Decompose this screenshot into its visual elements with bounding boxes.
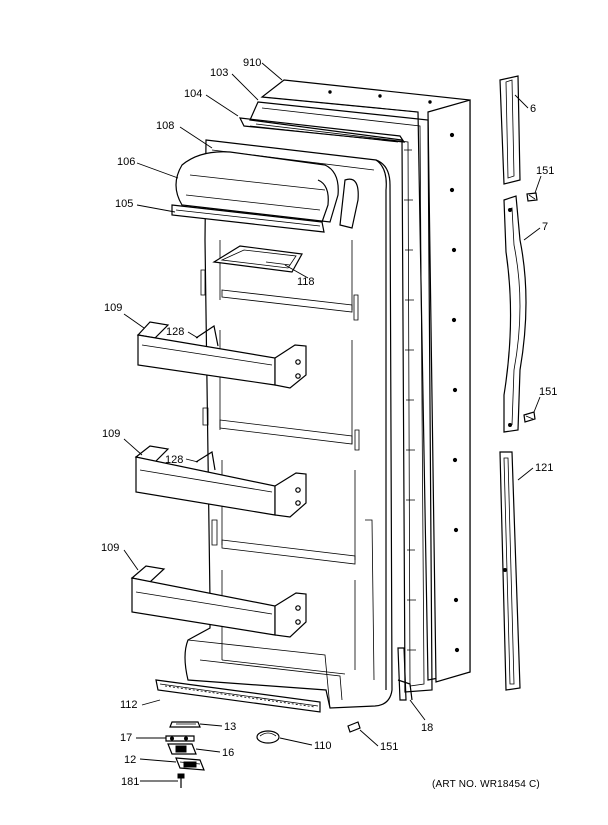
callout-118: 118 <box>297 276 315 288</box>
handle-cap-6 <box>499 75 521 185</box>
breaker-strip <box>238 117 406 143</box>
washer-17 <box>165 735 195 742</box>
callout-128-top: 128 <box>166 326 184 338</box>
screw-151-top <box>526 192 538 202</box>
callout-151-top: 151 <box>536 165 554 177</box>
callout-105: 105 <box>115 198 133 210</box>
bottom-trim <box>155 679 321 713</box>
callout-128-middle: 128 <box>165 454 183 466</box>
dairy-door <box>175 151 359 229</box>
callout-16: 16 <box>222 747 234 759</box>
door-bin-bottom <box>130 565 307 638</box>
screw-151-bottom <box>347 721 361 733</box>
callout-106: 106 <box>117 156 135 168</box>
callout-110: 110 <box>314 740 332 752</box>
callout-7: 7 <box>542 221 548 233</box>
hinge-12 <box>175 757 205 771</box>
egg-tray <box>212 245 303 273</box>
door-bin-middle <box>134 445 307 518</box>
hinge-pin-13 <box>169 721 201 728</box>
screw-181 <box>177 773 185 788</box>
door-bin-top <box>136 321 307 389</box>
screw-151-middle <box>523 411 536 423</box>
callout-181: 181 <box>121 776 139 788</box>
callout-103: 103 <box>210 67 228 79</box>
callout-108: 108 <box>156 120 174 132</box>
art-number-label: (ART NO. WR18454 C) <box>432 779 540 790</box>
door-liner <box>184 139 393 709</box>
handle-7 <box>503 195 527 433</box>
cam-110 <box>256 730 280 744</box>
handle-trim-121 <box>499 451 521 691</box>
callout-104: 104 <box>184 88 202 100</box>
bearing-16 <box>167 743 197 755</box>
callout-13: 13 <box>224 721 236 733</box>
callout-17: 17 <box>120 732 132 744</box>
outer-door-panel <box>260 79 471 683</box>
callout-151-bottom: 151 <box>380 741 398 753</box>
leader-lines <box>123 62 542 782</box>
callout-112: 112 <box>120 699 138 711</box>
callout-121: 121 <box>535 462 553 474</box>
callout-109-top: 109 <box>104 302 122 314</box>
callout-12: 12 <box>124 754 136 766</box>
door-gasket <box>249 101 433 693</box>
callout-labels: 910 103 104 108 106 105 118 109 128 109 … <box>101 57 557 788</box>
callout-6: 6 <box>530 103 536 115</box>
hinge-strip <box>397 647 413 701</box>
callout-910: 910 <box>243 57 261 69</box>
callout-109-bottom: 109 <box>101 542 119 554</box>
callout-151-middle: 151 <box>539 386 557 398</box>
callout-109-middle: 109 <box>102 428 120 440</box>
callout-18: 18 <box>421 722 433 734</box>
